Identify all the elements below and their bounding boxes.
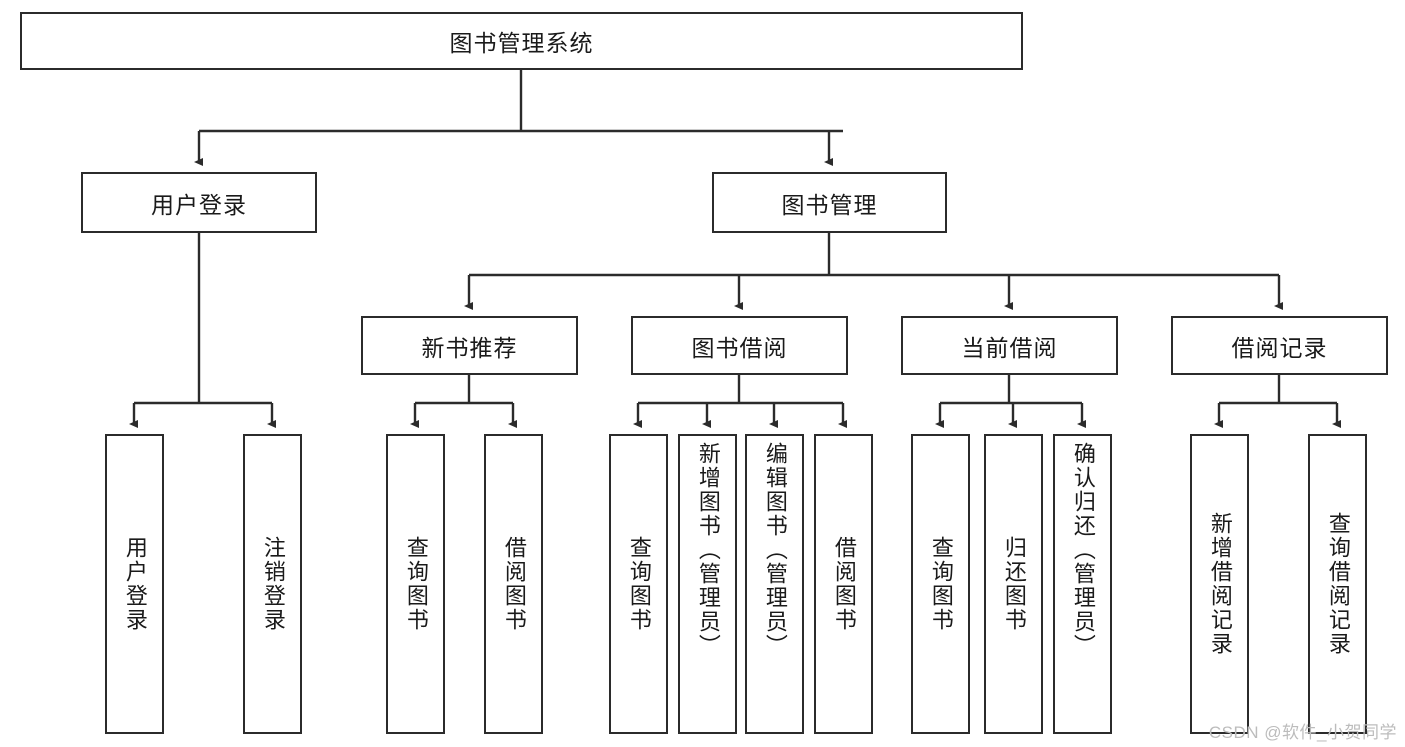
node-book-manage[interactable]: 图书管理 (712, 172, 947, 233)
node-leaf-query-book-new-recommend[interactable]: 查询图书 (386, 434, 445, 734)
node-leaf-logout[interactable]: 注销登录 (243, 434, 302, 734)
node-label: 图书借阅 (691, 334, 788, 361)
node-label: 新增图书（管理员） (695, 442, 721, 658)
node-borrow-record[interactable]: 借阅记录 (1171, 316, 1388, 375)
watermark-text: CSDN @软件_小贺同学 (1208, 723, 1397, 742)
node-leaf-confirm-return-admin[interactable]: 确认归还（管理员） (1053, 434, 1112, 734)
node-leaf-return-book[interactable]: 归还图书 (984, 434, 1043, 734)
node-leaf-borrow-book-new-recommend[interactable]: 借阅图书 (484, 434, 543, 734)
node-label: 当前借阅 (961, 334, 1058, 361)
node-label: 用户登录 (122, 536, 148, 632)
node-label: 查询图书 (626, 536, 652, 632)
node-book-borrow[interactable]: 图书借阅 (631, 316, 848, 375)
node-leaf-add-book-admin[interactable]: 新增图书（管理员） (678, 434, 737, 734)
node-leaf-borrow-book[interactable]: 借阅图书 (814, 434, 873, 734)
node-label: 确认归还（管理员） (1070, 442, 1096, 658)
node-label: 新书推荐 (421, 334, 518, 361)
node-label: 借阅记录 (1231, 334, 1328, 361)
node-label: 查询图书 (928, 536, 954, 632)
node-label: 图书管理系统 (449, 30, 594, 56)
node-label: 借阅图书 (831, 536, 857, 632)
node-leaf-query-book-borrow[interactable]: 查询图书 (609, 434, 668, 734)
node-leaf-add-borrow-record[interactable]: 新增借阅记录 (1190, 434, 1249, 734)
node-label: 新增借阅记录 (1207, 512, 1233, 656)
node-leaf-user-login[interactable]: 用户登录 (105, 434, 164, 734)
node-label: 编辑图书（管理员） (762, 442, 788, 658)
node-current-borrow[interactable]: 当前借阅 (901, 316, 1118, 375)
node-leaf-edit-book-admin[interactable]: 编辑图书（管理员） (745, 434, 804, 734)
node-user-login[interactable]: 用户登录 (81, 172, 317, 233)
node-root-book-management-system[interactable]: 图书管理系统 (20, 12, 1023, 70)
node-leaf-query-book-current[interactable]: 查询图书 (911, 434, 970, 734)
node-label: 归还图书 (1001, 536, 1027, 632)
node-label: 查询图书 (403, 536, 429, 632)
node-label: 用户登录 (151, 191, 247, 218)
node-leaf-query-borrow-record[interactable]: 查询借阅记录 (1308, 434, 1367, 734)
node-label: 查询借阅记录 (1325, 512, 1351, 656)
node-new-book-recommend[interactable]: 新书推荐 (361, 316, 578, 375)
node-label: 借阅图书 (501, 536, 527, 632)
node-label: 图书管理 (781, 191, 878, 218)
node-label: 注销登录 (260, 536, 286, 632)
